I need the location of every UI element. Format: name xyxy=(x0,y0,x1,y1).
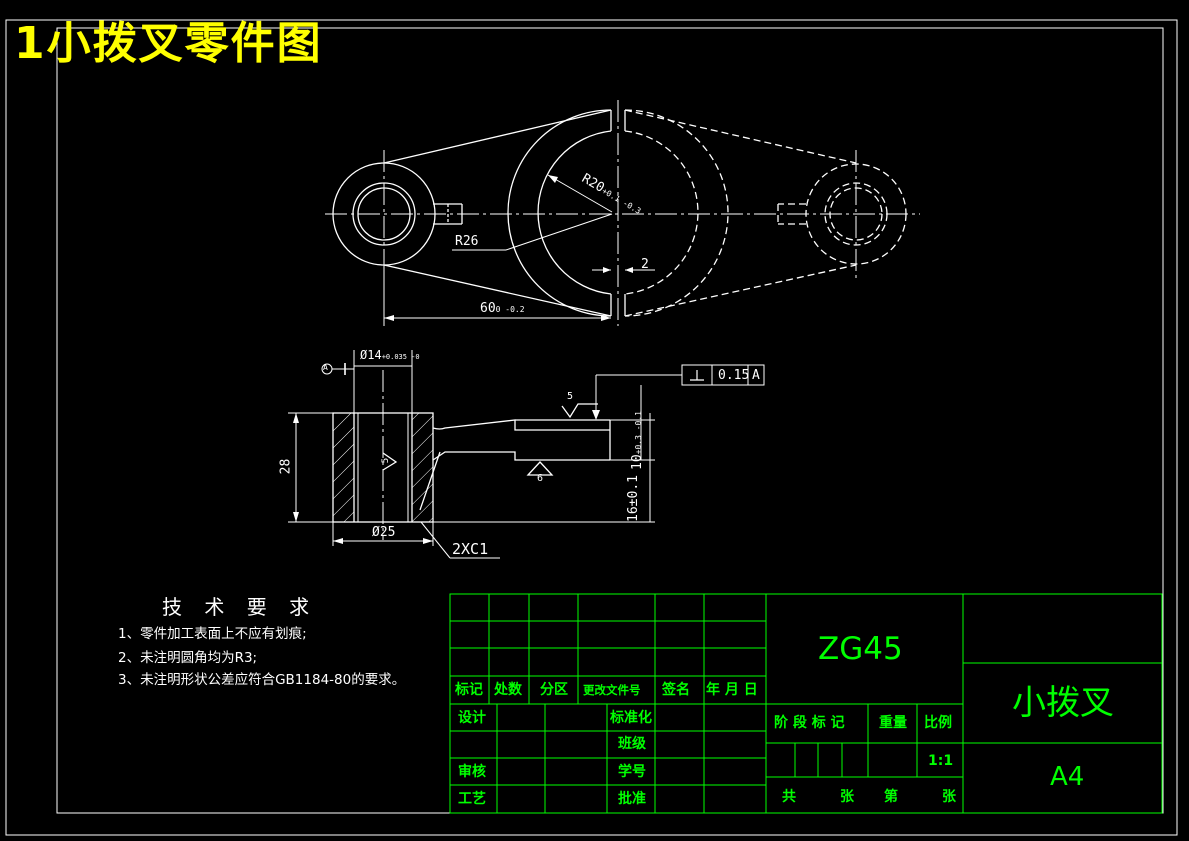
dim-height-10: 10+0.3 -0.1 xyxy=(630,410,646,471)
revision-header-sign: 签名 xyxy=(662,682,690,698)
section-view xyxy=(288,350,765,559)
tolerance-value: 0.15 xyxy=(718,368,750,383)
dim-height-28: 28 xyxy=(278,458,294,475)
label-number: 第 xyxy=(884,789,898,805)
label-class: 班级 xyxy=(618,736,646,752)
label-scale: 比例 xyxy=(924,715,952,731)
tolerance-datum: A xyxy=(752,368,760,383)
datum-label: A xyxy=(323,363,328,372)
label-sheet: 张 xyxy=(942,789,956,805)
dim-length-60: 600 -0.2 xyxy=(480,301,525,316)
label-weight: 重量 xyxy=(879,715,907,731)
revision-header-zone: 分区 xyxy=(540,682,568,698)
dim-dia-25: Ø25 xyxy=(372,525,396,540)
label-standardize: 标准化 xyxy=(610,710,652,726)
tech-requirements-title: 技 术 要 求 xyxy=(162,595,318,619)
roughness-bottom: 6 xyxy=(537,473,544,484)
label-approve: 批准 xyxy=(618,791,646,807)
dim-height-16: 16±0.1 xyxy=(625,475,641,522)
material: ZG45 xyxy=(818,631,903,667)
label-total: 共 xyxy=(782,789,796,805)
label-student-no: 学号 xyxy=(618,764,646,780)
label-review: 审核 xyxy=(458,764,486,780)
revision-header-mark: 标记 xyxy=(455,682,483,698)
drawing-title: 1小拨叉零件图 xyxy=(14,18,323,69)
revision-header-count: 处数 xyxy=(494,682,522,698)
roughness-top: 5 xyxy=(567,391,574,402)
tech-requirement-2: 2、未注明圆角均为R3; xyxy=(118,650,258,666)
label-process: 工艺 xyxy=(458,791,486,807)
dim-r26: R26 xyxy=(455,234,479,249)
label-sheets: 张 xyxy=(840,789,854,805)
dim-bore-14: Ø14+0.035 -0 xyxy=(360,348,420,362)
part-name: 小拨叉 xyxy=(1012,683,1114,723)
revision-header-doc: 更改文件号 xyxy=(583,683,641,697)
sheet-size: A4 xyxy=(1050,762,1085,792)
sheet-frame xyxy=(5,19,1178,836)
scale-value: 1:1 xyxy=(928,753,954,769)
label-design: 设计 xyxy=(458,710,486,726)
revision-header-date: 年 月 日 xyxy=(706,682,758,698)
label-stage-mark: 阶 段 标 记 xyxy=(774,715,845,731)
tech-requirement-3: 3、未注明形状公差应符合GB1184-80的要求。 xyxy=(118,672,406,688)
dim-chamfer: 2XC1 xyxy=(452,540,489,558)
roughness-bore: 5 xyxy=(381,457,392,464)
title-block-grid xyxy=(449,593,1163,814)
tech-requirement-1: 1、零件加工表面上不应有划痕; xyxy=(118,626,307,642)
dim-gap: 2 xyxy=(641,257,649,272)
top-view xyxy=(325,100,920,326)
